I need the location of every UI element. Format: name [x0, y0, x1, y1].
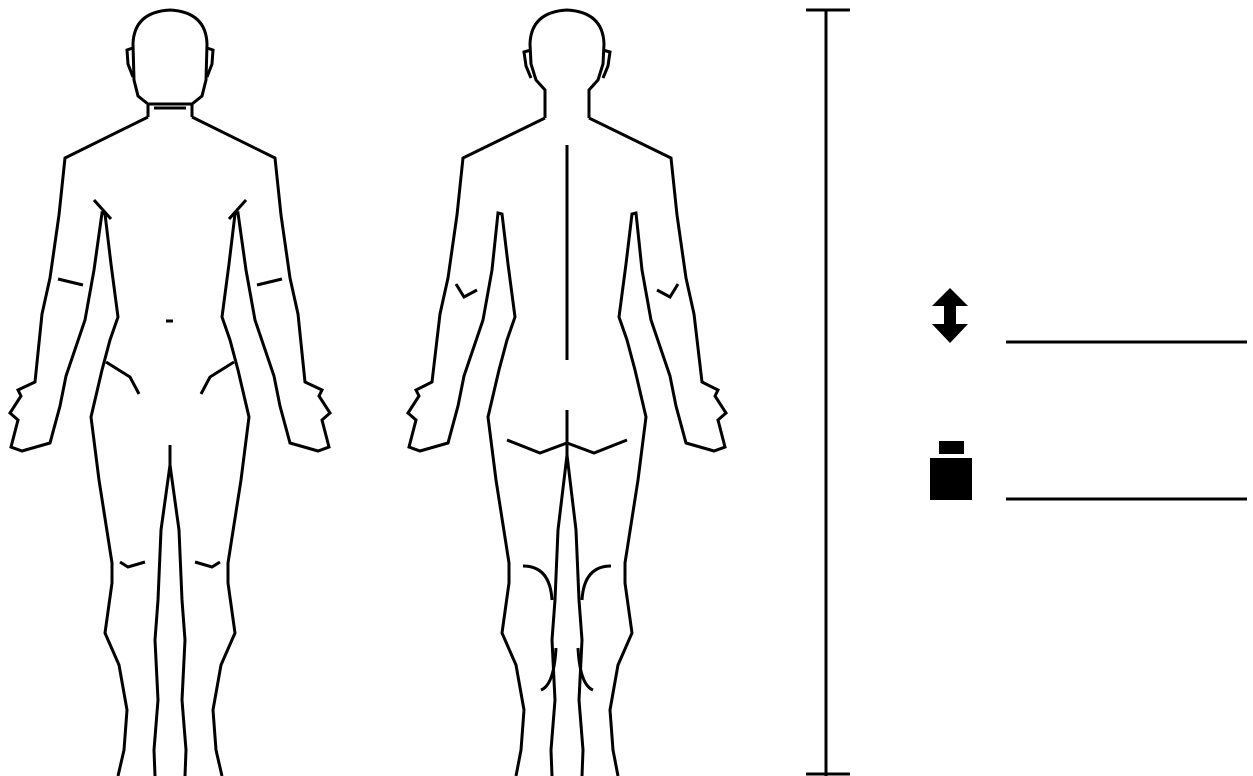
front-knee-left: [120, 562, 145, 567]
height-field[interactable]: [932, 288, 1247, 343]
front-body-figure: [10, 10, 330, 776]
front-inner-legs: [154, 445, 186, 776]
front-head: [133, 10, 207, 104]
front-right-outline: [192, 117, 330, 776]
back-head: [530, 10, 604, 118]
weight-icon: [930, 441, 972, 500]
back-body-figure: [408, 10, 726, 776]
front-knee-right: [195, 562, 220, 567]
weight-field[interactable]: [930, 441, 1247, 500]
front-hip-left: [106, 362, 139, 394]
back-elbow-right: [657, 284, 678, 297]
back-inner-legs: [551, 410, 583, 776]
height-arrow-icon: [932, 288, 968, 343]
back-knee-right: [578, 566, 611, 690]
front-elbow-left: [58, 279, 83, 285]
front-neck: [148, 104, 192, 117]
front-hip-right: [201, 362, 234, 394]
front-left-outline: [10, 117, 148, 776]
height-scale: [806, 10, 850, 776]
back-elbow-left: [456, 284, 477, 297]
front-elbow-right: [257, 279, 282, 285]
back-knee-left: [523, 566, 556, 690]
